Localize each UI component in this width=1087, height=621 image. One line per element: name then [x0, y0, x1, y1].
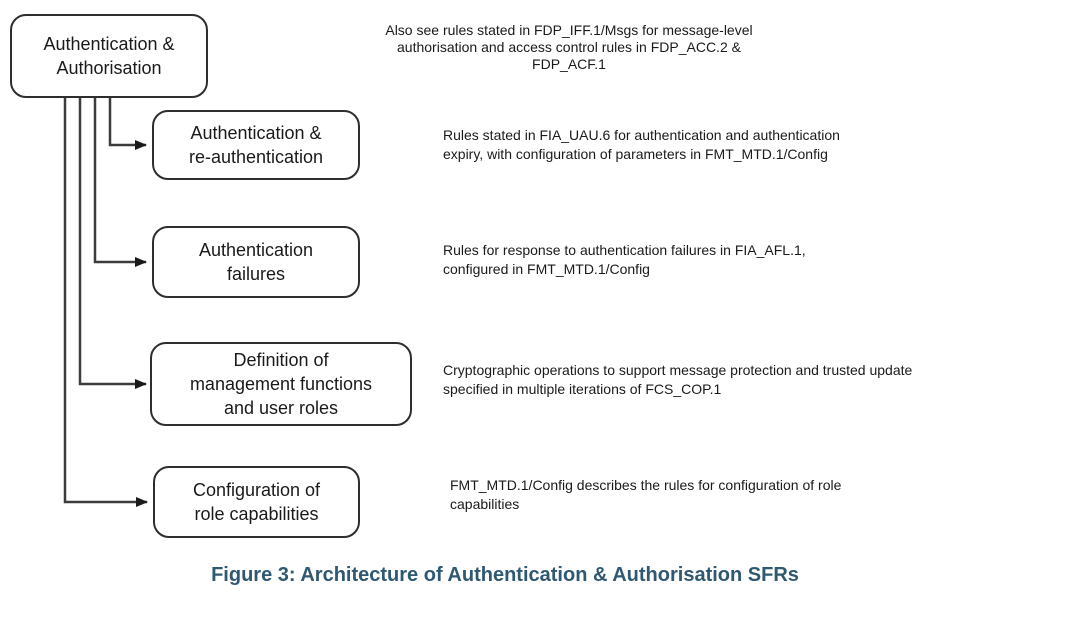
node-configuration-role-capabilities: Configuration of role capabilities [153, 466, 360, 538]
connector-to-authentication-failures [93, 98, 147, 267]
annotation-line: expiry, with configuration of parameters… [443, 146, 828, 162]
annotation-line: configured in FMT_MTD.1/Config [443, 261, 650, 277]
figure-caption: Figure 3: Architecture of Authentication… [211, 564, 799, 586]
annotation-management-functions: Cryptographic operations to support mess… [443, 361, 912, 399]
node-authentication-authorisation: Authentication & Authorisation [10, 14, 208, 98]
annotation-line: capabilities [450, 496, 520, 512]
node-label-line: Authentication [198, 240, 314, 260]
node-label-line: role capabilities [194, 504, 319, 524]
top-note-line: FDP_ACF.1 [532, 56, 606, 72]
node-label-line: Authentication & [43, 34, 175, 54]
node-label-line: and user roles [223, 398, 339, 418]
node-label-line: Configuration of [192, 480, 321, 500]
node-label-line: Authorisation [56, 58, 162, 78]
annotation-line: FMT_MTD.1/Config describes the rules for… [450, 477, 842, 493]
node-label-line: management functions [189, 374, 373, 394]
node-label-line: Authentication & [190, 123, 322, 143]
annotation-authentication-failures: Rules for response to authentication fai… [443, 241, 806, 279]
top-note-line: authorisation and access control rules i… [397, 39, 741, 55]
node-authentication-re-authentication: Authentication & re-authentication [152, 110, 360, 180]
annotation-role-capabilities: FMT_MTD.1/Config describes the rules for… [450, 476, 841, 514]
connector-to-role-capabilities [63, 98, 148, 507]
node-label-line: Definition of [233, 350, 329, 370]
node-authentication-failures: Authentication failures [152, 226, 360, 298]
connector-to-re-authentication [108, 98, 147, 150]
top-note-line: Also see rules stated in FDP_IFF.1/Msgs … [385, 22, 753, 38]
annotation-line: specified in multiple iterations of FCS_… [443, 381, 722, 397]
annotation-line: Rules stated in FIA_UAU.6 for authentica… [443, 127, 840, 143]
annotation-re-authentication: Rules stated in FIA_UAU.6 for authentica… [443, 126, 840, 164]
connector-to-management-functions [78, 98, 147, 389]
node-management-functions-user-roles: Definition of management functions and u… [150, 342, 412, 426]
node-label-line: re-authentication [188, 147, 324, 167]
annotation-line: Cryptographic operations to support mess… [443, 362, 913, 378]
annotation-line: Rules for response to authentication fai… [443, 242, 806, 258]
node-label-line: failures [226, 264, 286, 284]
top-note: Also see rules stated in FDP_IFF.1/Msgs … [328, 22, 810, 73]
